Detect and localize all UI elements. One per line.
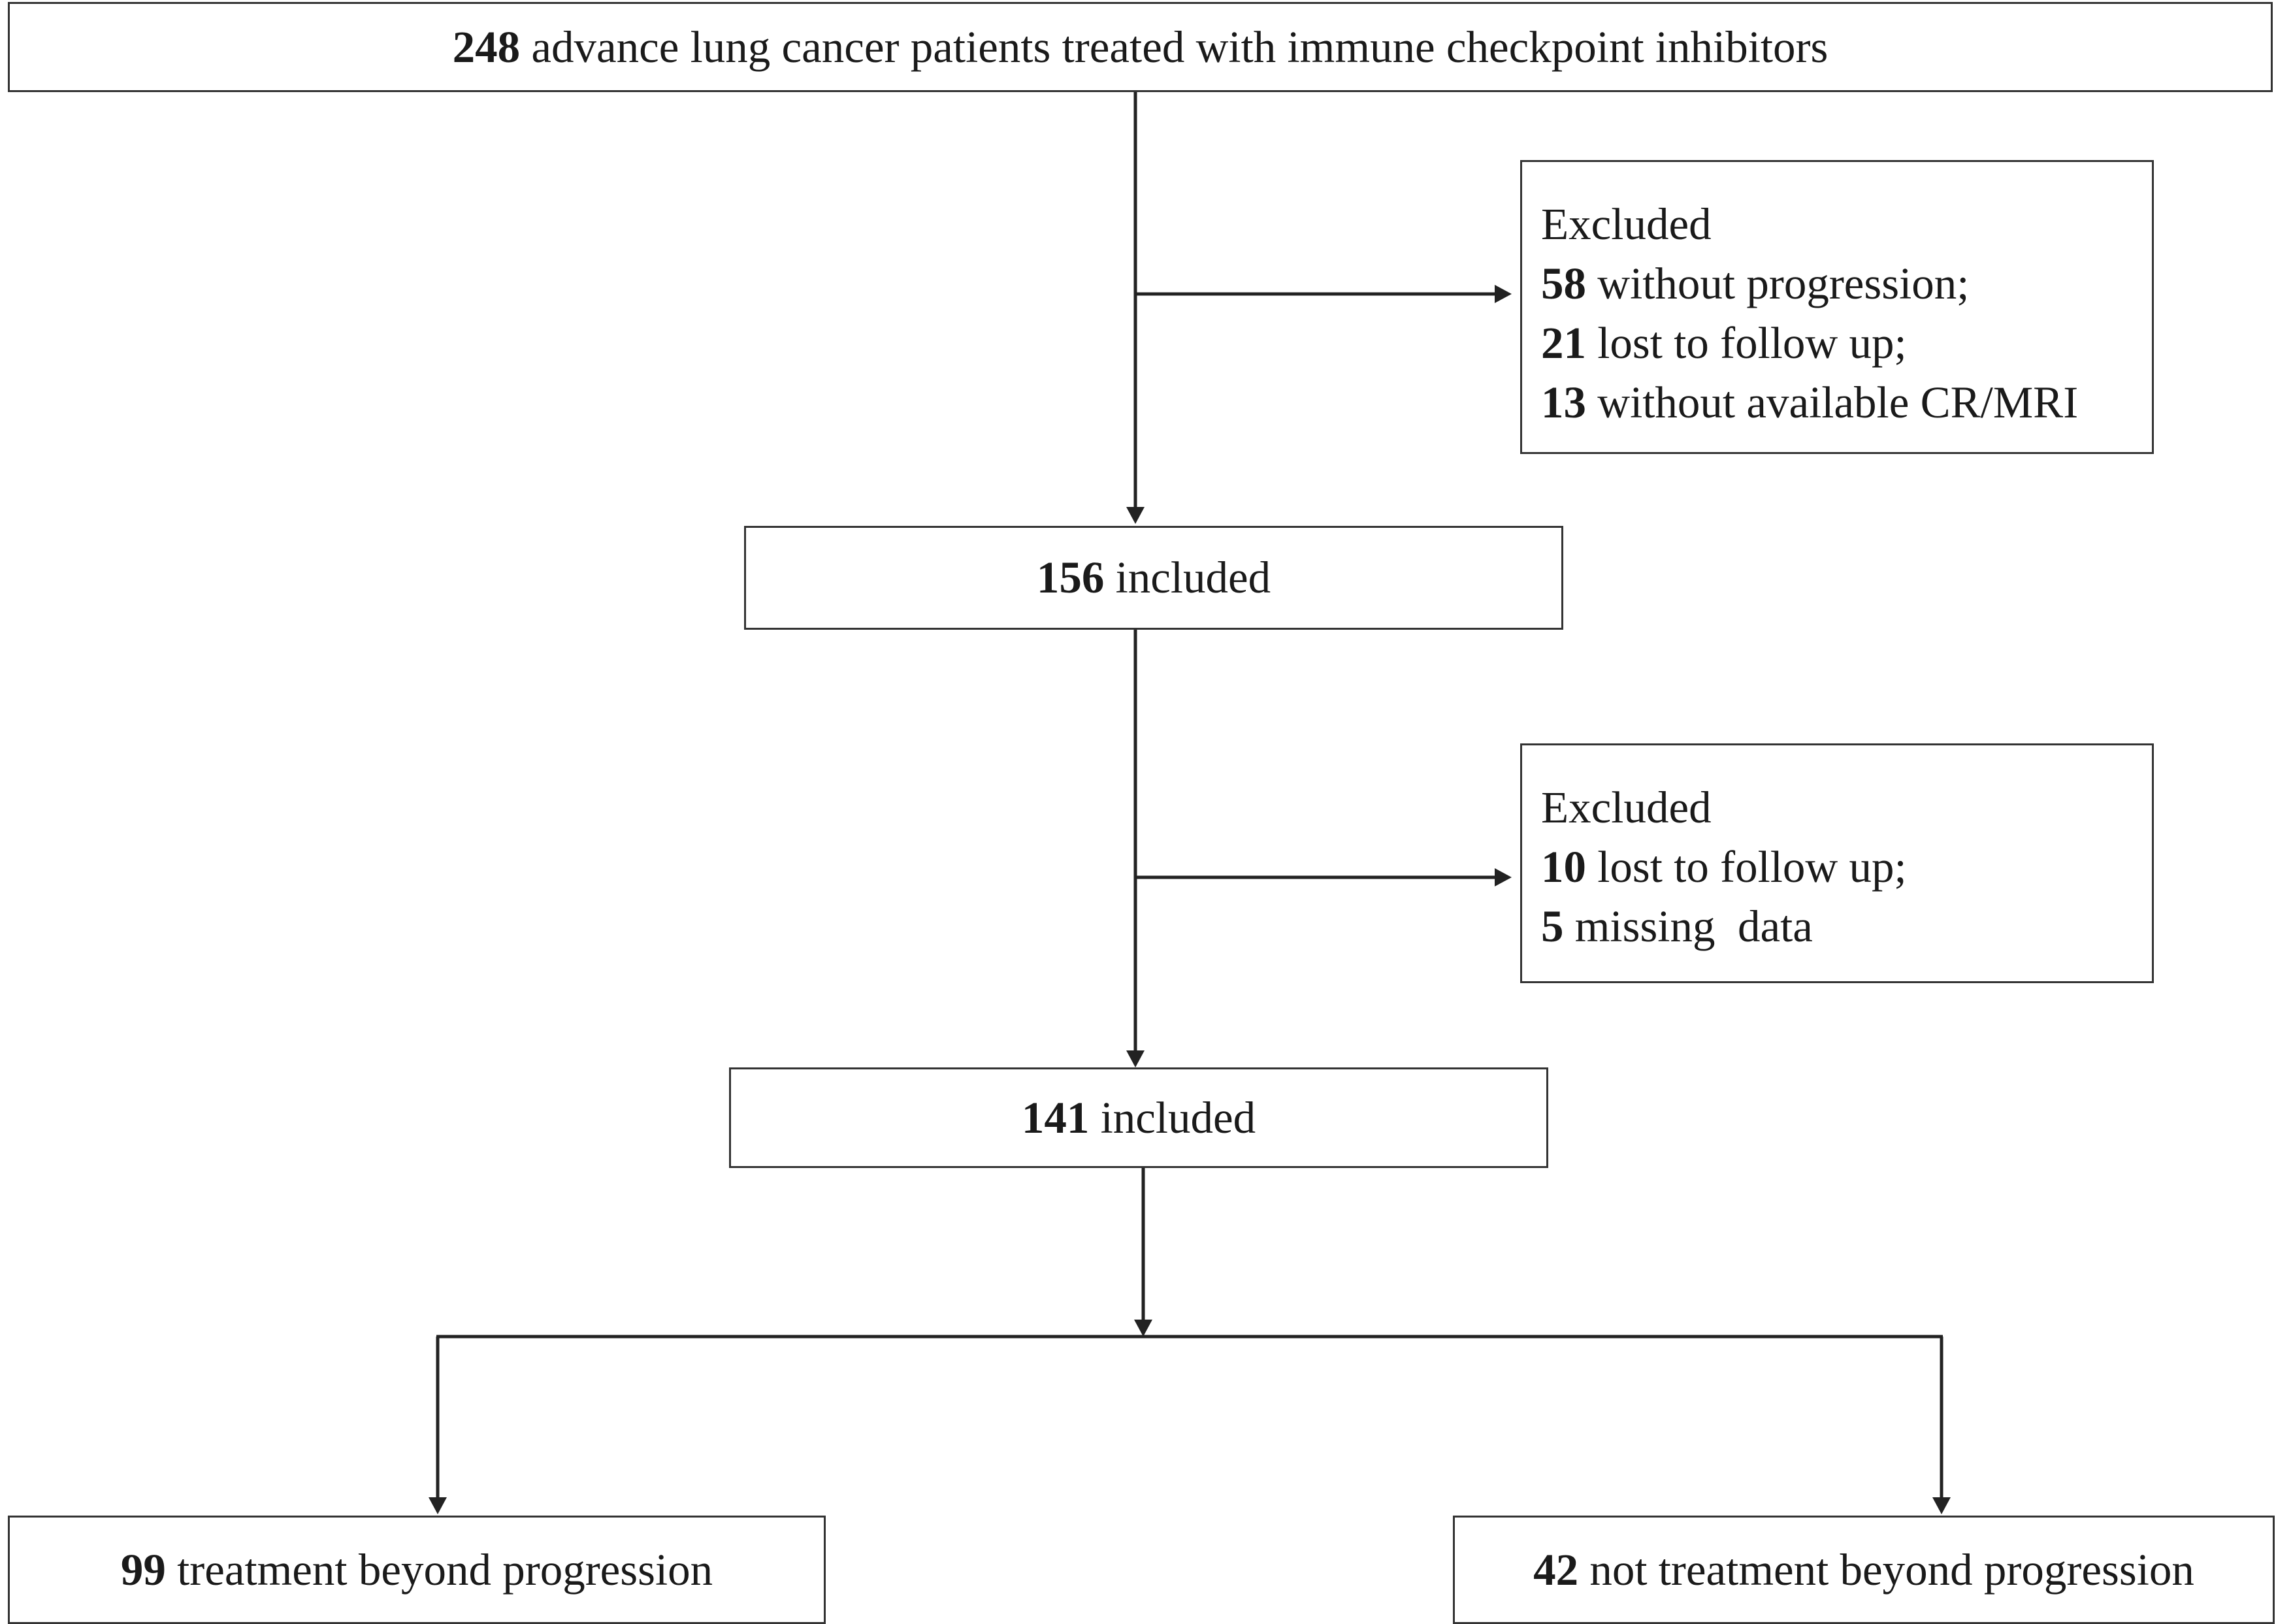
cohort-box: 248 advance lung cancer patients treated…	[8, 2, 2273, 92]
arrowhead-exclusion-2	[1495, 868, 1512, 886]
exclusion-2-item-count: 5	[1541, 901, 1564, 951]
arrowhead-left-outcome	[429, 1497, 447, 1514]
included-box-2: 141 included	[729, 1067, 1548, 1168]
arrowhead-included-2	[1126, 1050, 1145, 1067]
exclusion-2-item-label: lost to follow up;	[1586, 842, 1907, 892]
exclusion-1-item: 21 lost to follow up;	[1541, 314, 2152, 373]
outcome-tbp-label: treatment beyond progression	[165, 1544, 713, 1595]
included-1-label: included	[1104, 553, 1271, 602]
exclusion-box-2: Excluded 10 lost to follow up; 5 missing…	[1520, 743, 2154, 983]
exclusion-2-item-count: 10	[1541, 842, 1586, 892]
exclusion-2-item: 5 missing data	[1541, 897, 2152, 956]
exclusion-1-item-label: without available CR/MRI	[1586, 378, 2079, 427]
outcome-no-tbp-count: 42	[1533, 1544, 1579, 1595]
exclusion-box-1: Excluded 58 without progression; 21 lost…	[1520, 160, 2154, 454]
cohort-count: 248	[452, 22, 521, 72]
exclusion-1-item-count: 21	[1541, 318, 1586, 368]
arrowhead-split	[1134, 1320, 1152, 1337]
outcome-no-tbp-label: not treatment beyond progression	[1578, 1544, 2194, 1595]
outcome-tbp-count: 99	[120, 1544, 166, 1595]
exclusion-1-item-label: without progression;	[1586, 259, 1970, 308]
exclusion-2-item: 10 lost to follow up;	[1541, 837, 2152, 897]
outcome-box-no-tbp: 42 not treatment beyond progression	[1453, 1516, 2275, 1624]
arrowhead-included-1	[1126, 507, 1145, 524]
exclusion-1-item: 58 without progression;	[1541, 254, 2152, 314]
included-1-count: 156	[1036, 553, 1105, 602]
exclusion-1-item-count: 58	[1541, 259, 1586, 308]
cohort-label: advance lung cancer patients treated wit…	[520, 22, 1829, 72]
included-2-count: 141	[1021, 1092, 1090, 1143]
exclusion-1-item-label: lost to follow up;	[1586, 318, 1907, 368]
exclusion-1-heading: Excluded	[1541, 199, 1712, 249]
arrowhead-right-outcome	[1932, 1497, 1951, 1514]
exclusion-1-item: 13 without available CR/MRI	[1541, 373, 2152, 432]
exclusion-1-item-count: 13	[1541, 378, 1586, 427]
exclusion-2-item-label: missing data	[1563, 901, 1813, 951]
exclusion-2-heading: Excluded	[1541, 783, 1712, 832]
included-box-1: 156 included	[744, 526, 1563, 630]
outcome-box-tbp: 99 treatment beyond progression	[8, 1516, 826, 1624]
included-2-label: included	[1089, 1092, 1256, 1143]
arrowhead-exclusion-1	[1495, 285, 1512, 303]
